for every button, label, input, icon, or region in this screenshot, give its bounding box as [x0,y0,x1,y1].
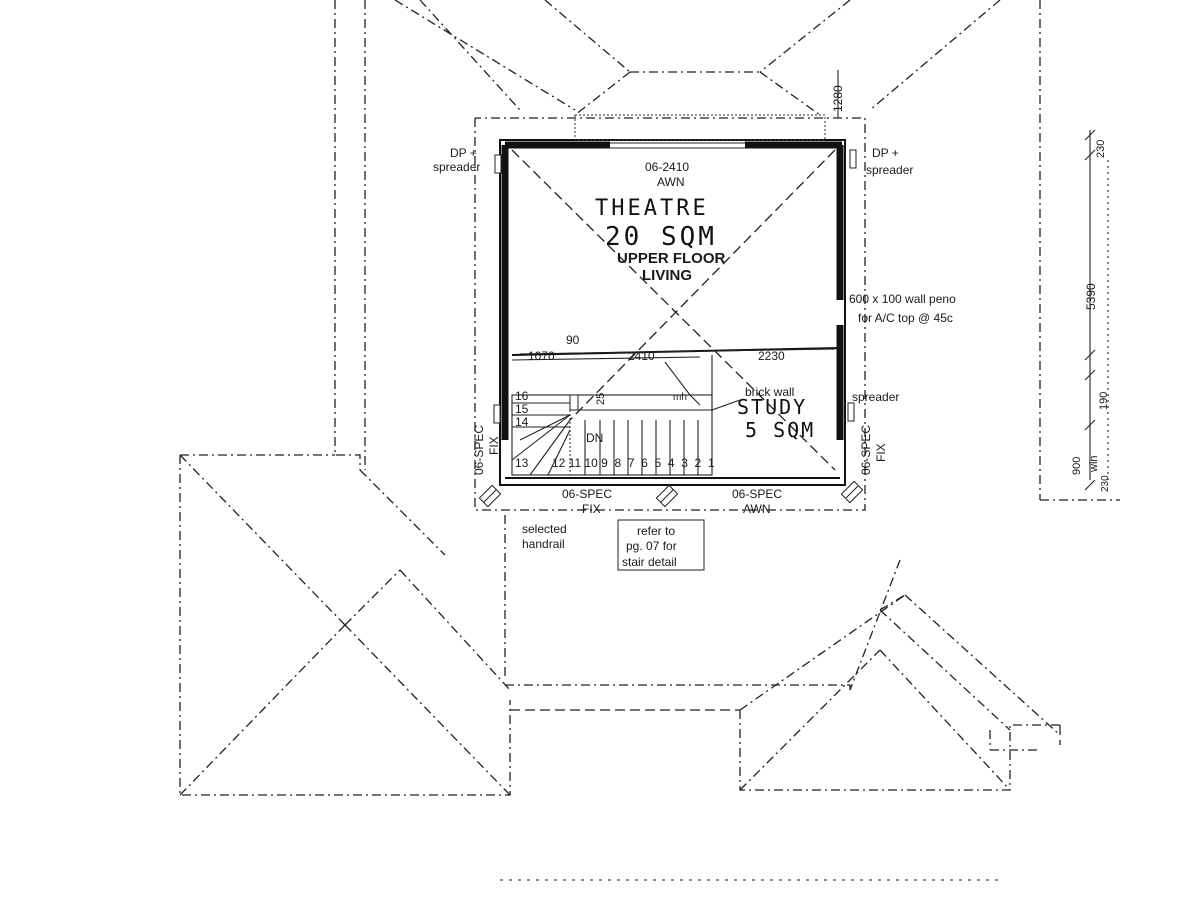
dim-230-top: 230 [1095,140,1107,158]
dim-2230: 2230 [758,349,785,363]
dim-90: 90 [566,333,580,347]
window-top-code: 06-2410 [645,160,689,174]
dim-900: 900 [1071,457,1083,475]
stair-25-label: 25 [595,393,607,405]
stair [511,394,713,476]
stair-step-16: 16 [515,389,529,403]
study-label: STUDY [737,395,807,419]
refer-note-line1: refer to [637,524,675,538]
stair-lower-run: 12 11 10 9 8 7 6 5 4 3 2 1 [552,456,715,470]
window-right-code: 06-SPEC [859,425,873,475]
dp-left-line2: spreader [433,160,480,174]
dp-right-line2: spreader [866,163,913,177]
window-right-type: FIX [874,443,888,462]
room-name-line2: LIVING [642,267,692,284]
window-bottom-left-type: FIX [582,502,601,516]
window-top-type: AWN [657,175,685,189]
room-name-line1: UPPER FLOOR [617,250,726,267]
brick-wall-note: brick wall [745,385,794,399]
dim-190: 190 [1098,392,1110,410]
theatre-label: THEATRE [595,196,709,221]
dim-1070: 1070 [528,349,555,363]
dim-230-bottom: 230 [1100,475,1111,492]
refer-note-line2: pg. 07 for [626,539,677,553]
upper-floor-walls [499,114,846,486]
dim-2410: 2410 [628,349,655,363]
window-left-type: FIX [487,436,501,455]
window-bottom-right-type: AWN [743,502,771,516]
refer-note-box: refer to pg. 07 for stair detail [617,519,705,571]
dim-5390: 5390 [1084,283,1098,310]
dimension-lines [519,70,1109,491]
dim-win: win [1088,455,1100,473]
window-left-code: 06-SPEC [472,425,486,475]
downpipe-symbols [478,149,864,508]
refer-note-line3: stair detail [622,555,677,569]
stair-mh-label: mh [673,392,687,403]
stair-step-14: 14 [515,415,529,429]
window-bottom-right-code: 06-SPEC [732,487,782,501]
stair-step-15: 15 [515,402,529,416]
window-bottom-left-code: 06-SPEC [562,487,612,501]
spreader-right: spreader [852,390,899,404]
peno-note-line1: 600 x 100 wall peno [849,292,956,306]
theatre-area: 20 SQM [605,222,717,252]
dim-1280: 1280 [831,85,845,112]
peno-note-line2: for A/C top @ 45c [858,311,953,325]
dp-right-line1: DP + [872,146,899,160]
dp-left-line1: DP + [450,146,477,160]
stair-step-13: 13 [515,456,529,470]
stair-dn-label: DN [586,431,603,445]
handrail-note-line2: handrail [522,537,565,551]
roof-outline [179,0,1120,881]
handrail-note-line1: selected [522,522,567,536]
study-area: 5 SQM [745,418,815,442]
